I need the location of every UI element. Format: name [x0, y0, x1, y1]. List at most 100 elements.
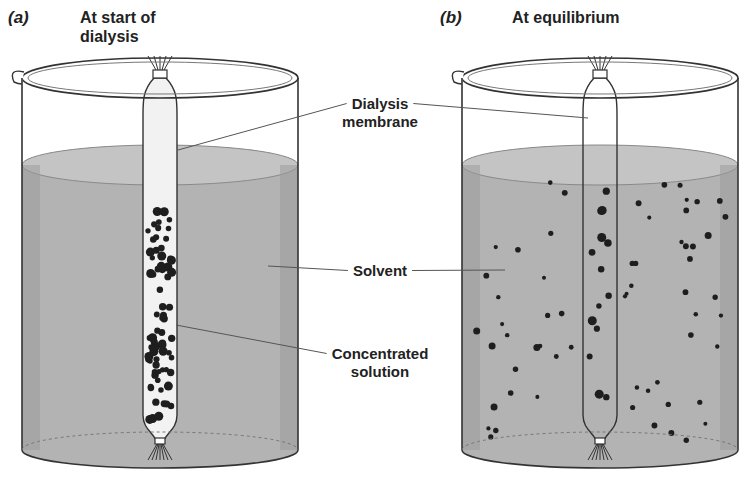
- solute-particle: [662, 182, 668, 188]
- solute-particle: [703, 422, 707, 426]
- solute-particle: [513, 367, 518, 372]
- solute-particle: [694, 312, 699, 317]
- solute-particle: [683, 208, 689, 214]
- solute-particle: [679, 240, 683, 244]
- solute-particle: [483, 273, 489, 279]
- solute-particle: [594, 326, 600, 332]
- solute-particle: [705, 232, 712, 239]
- solute-particle: [569, 345, 574, 350]
- solute-particle: [587, 354, 593, 360]
- solute-particle: [630, 405, 635, 410]
- beaker-glass: [452, 58, 738, 468]
- solute-particle: [473, 328, 480, 335]
- bag-tie: [148, 56, 172, 78]
- solute-particle: [157, 287, 163, 293]
- solute-particle: [630, 261, 635, 266]
- solute-particle: [148, 384, 155, 391]
- solute-particle: [589, 249, 596, 256]
- solute-particle: [690, 243, 696, 249]
- solute-particle: [152, 399, 159, 406]
- solute-particle: [712, 295, 717, 300]
- solute-particle: [148, 384, 154, 390]
- solute-particle: [715, 344, 719, 348]
- solute-particle: [160, 207, 169, 216]
- leader-line: [413, 104, 588, 119]
- liquid-surface: [462, 145, 738, 185]
- solute-particle: [152, 372, 158, 378]
- solute-particle: [538, 344, 543, 349]
- solute-particle: [688, 332, 694, 338]
- solute-particle: [597, 207, 604, 214]
- dialysis-bag: [583, 78, 617, 440]
- solute-particle: [542, 276, 546, 280]
- solute-particle: [167, 217, 173, 223]
- solute-particle: [636, 200, 642, 206]
- solute-particle: [150, 236, 157, 243]
- solute-particle: [158, 387, 164, 393]
- panel-heading: At start of dialysis: [80, 8, 180, 46]
- solute-particle: [494, 245, 498, 249]
- dialysis-bag: [143, 78, 177, 440]
- solute-particle: [157, 262, 166, 271]
- solute-particle: [629, 283, 634, 288]
- solute-particle: [160, 312, 167, 319]
- solute-particle: [144, 352, 153, 361]
- solute-particle: [535, 395, 539, 399]
- solute-particle: [164, 367, 169, 372]
- solute-particle: [167, 256, 176, 265]
- solute-particle: [678, 183, 683, 188]
- solute-particle: [508, 390, 514, 396]
- solute-particle: [652, 423, 658, 429]
- solute-particle: [605, 293, 611, 299]
- solute-particle: [500, 322, 504, 326]
- solute-particle: [166, 350, 172, 356]
- solute-particle: [548, 231, 553, 236]
- solute-particle: [596, 303, 601, 308]
- solute-particle: [647, 216, 651, 220]
- solute-particle: [559, 311, 565, 317]
- solute-particle: [489, 343, 496, 350]
- solute-particle: [697, 400, 702, 405]
- solute-particle: [153, 247, 160, 254]
- leader-line: [176, 325, 327, 354]
- wall-shade: [280, 165, 298, 450]
- solute-particle: [169, 355, 175, 361]
- solute-particle: [496, 295, 500, 299]
- solute-particle: [598, 206, 607, 215]
- solute-particle: [684, 438, 689, 443]
- panel-heading: (b): [440, 8, 490, 28]
- part-label: Concentrated solution: [320, 345, 440, 381]
- solute-particle: [603, 188, 610, 195]
- solute-particle: [493, 428, 498, 433]
- solute-particle: [598, 266, 604, 272]
- solute-particle: [562, 190, 568, 196]
- solute-particle: [491, 404, 498, 411]
- solute-particle: [646, 388, 651, 393]
- solute-particle: [163, 400, 170, 407]
- solute-particle: [717, 198, 723, 204]
- solute-particle: [683, 289, 689, 295]
- solute-particle: [545, 313, 550, 318]
- wall-shade: [720, 165, 738, 450]
- solute-particle: [683, 243, 689, 249]
- solute-particle: [505, 333, 509, 337]
- solute-particle: [152, 361, 159, 368]
- solute-particle: [515, 247, 521, 253]
- solute-particle: [154, 327, 160, 333]
- solute-particle: [163, 236, 169, 242]
- solute-particle: [554, 354, 559, 359]
- part-label: Dialysis membrane: [320, 95, 440, 131]
- wall-shade: [462, 165, 480, 450]
- solute-particle: [156, 225, 161, 230]
- solute-particle: [168, 335, 175, 342]
- solute-particle: [597, 233, 606, 242]
- panel-heading: (a): [8, 8, 58, 28]
- solute-particle: [166, 226, 172, 232]
- solute-particle: [635, 385, 640, 390]
- bag-tie: [588, 56, 612, 78]
- solute-particle: [166, 304, 173, 311]
- solute-particle: [151, 338, 158, 345]
- beaker: [452, 56, 738, 468]
